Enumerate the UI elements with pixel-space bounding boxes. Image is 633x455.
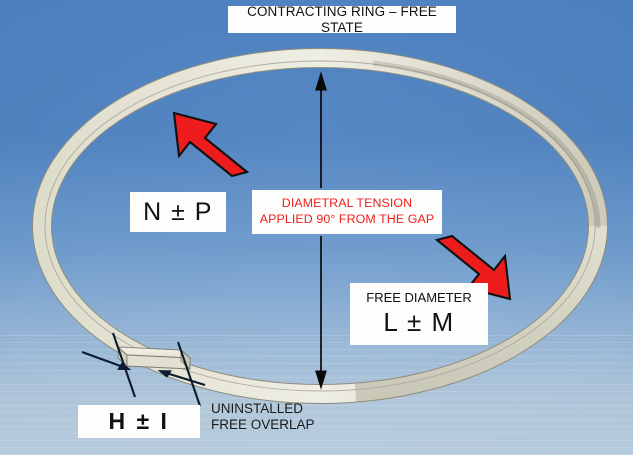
overlap-caption-line-2: FREE OVERLAP — [211, 417, 315, 433]
tension-value-box: N ± P — [130, 192, 226, 232]
diametral-tension-note: DIAMETRAL TENSION APPLIED 90° FROM THE G… — [252, 190, 442, 234]
overlap-caption-line-1: UNINSTALLED — [211, 401, 304, 416]
tension-note-line-1: DIAMETRAL TENSION — [281, 196, 413, 211]
free-overlap-caption: UNINSTALLED FREE OVERLAP — [211, 401, 315, 434]
overlap-block — [116, 345, 192, 371]
page-title: CONTRACTING RING – FREE STATE — [247, 4, 437, 35]
overlap-leader-lines — [81, 332, 206, 407]
diagram-title-box: CONTRACTING RING – FREE STATE — [228, 4, 456, 35]
np-value-label: N ± P — [143, 198, 213, 226]
tension-arrow-lower-right — [434, 234, 512, 301]
free-overlap-value-box: H ± I — [78, 405, 200, 438]
free-diameter-title: FREE DIAMETER — [366, 289, 472, 305]
tension-note-line-2: APPLIED 90° FROM THE GAP — [259, 212, 435, 226]
diameter-dimension-arrow — [315, 71, 327, 390]
free-diameter-box: FREE DIAMETER L ± M — [350, 283, 488, 345]
free-diameter-value: L ± M — [383, 307, 455, 338]
overlap-value-label: H ± I — [108, 407, 170, 434]
tension-arrow-upper-left — [172, 111, 250, 178]
